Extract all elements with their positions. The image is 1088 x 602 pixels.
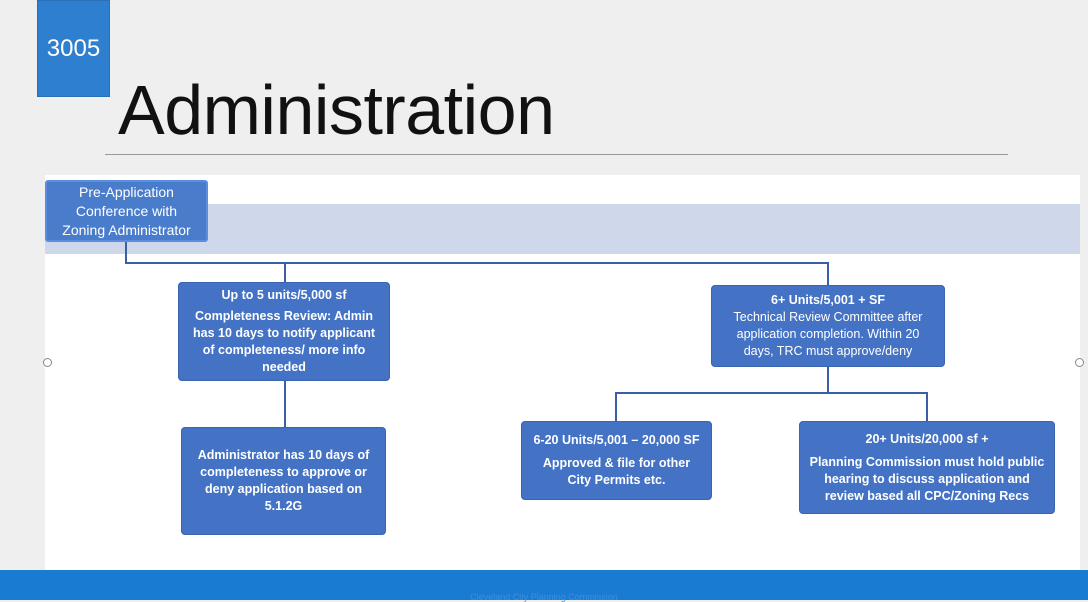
right-edge-handle [1075,358,1084,367]
title-divider [105,154,1008,155]
header-band [45,204,1080,254]
large-project-heading: 6+ Units/5,001 + SF [771,293,885,307]
pre-application-line-1: Pre-Application [79,183,174,200]
mid-project-body: Approved & file for other City Permits e… [542,456,691,487]
mid-project-heading: 6-20 Units/5,001 – 20,000 SF [533,433,700,447]
slide-title: Administration [118,71,555,149]
small-project-box: Up to 5 units/5,000 sf Completeness Revi… [178,282,390,381]
small-project-heading: Up to 5 units/5,000 sf [221,288,347,302]
connector-to-big [926,392,928,421]
administrator-approval-body: Administrator has 10 days of completenes… [197,448,370,513]
connector-to-large [827,262,829,285]
connector-to-small [284,262,286,282]
connector-root-horizontal [125,262,829,264]
large-project-box: 6+ Units/5,001 + SF Technical Review Com… [711,285,945,367]
connector-small-to-child [284,381,286,427]
connector-large-down [827,367,829,393]
pre-application-line-3: Zoning Administrator [62,221,191,238]
footer-bar [0,570,1088,600]
pre-application-line-2: Conference with [75,202,178,219]
mid-project-box: 6-20 Units/5,001 – 20,000 SF Approved & … [521,421,712,500]
slide-number-badge: 3005 [37,0,110,97]
footer-text: Cleveland City Planning Commission [470,592,618,602]
small-project-body: Completeness Review: Admin has 10 days t… [193,309,375,374]
pre-application-box: Pre-Application Conference with Zoning A… [45,180,208,242]
connector-large-horizontal [615,392,928,394]
big-project-heading: 20+ Units/20,000 sf + [865,431,989,446]
large-project-body: Technical Review Committee after applica… [733,310,923,358]
connector-root-down [125,242,127,263]
slide-number: 3005 [46,34,101,62]
big-project-body: Planning Commission must hold public hea… [809,454,1045,503]
administrator-approval-box: Administrator has 10 days of completenes… [181,427,386,535]
left-edge-handle [43,358,52,367]
connector-to-mid [615,392,617,421]
big-project-box: 20+ Units/20,000 sf + Planning Commissio… [799,421,1055,514]
